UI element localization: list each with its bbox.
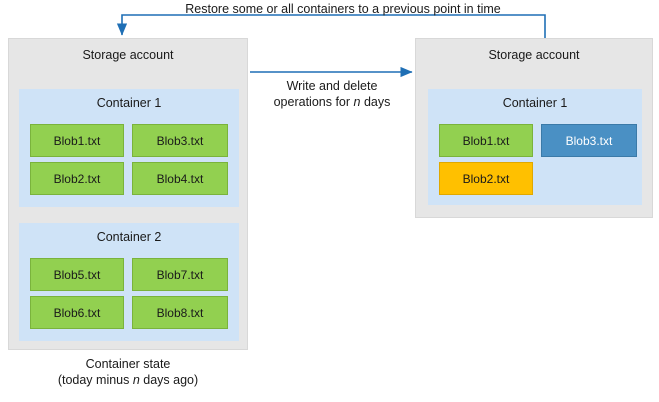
storage-account-title-left: Storage account xyxy=(82,48,174,62)
left-caption-line2: (today minus n days ago) xyxy=(57,373,199,387)
left-caption-line1: Container state xyxy=(85,357,171,371)
storage-account-panel-left: Storage account Container 1 Blob1.txt Bl… xyxy=(8,38,248,350)
middle-caption: Write and delete operations for n days xyxy=(255,78,409,110)
middle-caption-line2: operations for n days xyxy=(273,95,391,109)
container-title-left-1: Container 1 xyxy=(96,96,162,110)
left-caption: Container state (today minus n days ago) xyxy=(8,356,248,388)
blob-right-1-3[interactable]: Blob2.txt xyxy=(439,162,533,195)
blob-left-2-1[interactable]: Blob5.txt xyxy=(30,258,124,291)
storage-account-title-right: Storage account xyxy=(488,48,580,62)
container-box-left-1: Container 1 Blob1.txt Blob3.txt Blob2.tx… xyxy=(19,89,239,207)
container-title-left-2: Container 2 xyxy=(96,230,162,244)
blob-left-2-4[interactable]: Blob8.txt xyxy=(132,296,228,329)
blob-left-1-1[interactable]: Blob1.txt xyxy=(30,124,124,157)
blob-left-1-2[interactable]: Blob3.txt xyxy=(132,124,228,157)
container-box-right-1: Container 1 Blob1.txt Blob3.txt Blob2.tx… xyxy=(428,89,642,205)
blob-right-1-2[interactable]: Blob3.txt xyxy=(541,124,637,157)
storage-account-panel-right: Storage account Container 1 Blob1.txt Bl… xyxy=(415,38,653,218)
blob-left-2-2[interactable]: Blob7.txt xyxy=(132,258,228,291)
blob-left-2-3[interactable]: Blob6.txt xyxy=(30,296,124,329)
middle-caption-line1: Write and delete xyxy=(286,79,378,93)
container-title-right-1: Container 1 xyxy=(502,96,568,110)
blob-right-1-1[interactable]: Blob1.txt xyxy=(439,124,533,157)
container-box-left-2: Container 2 Blob5.txt Blob7.txt Blob6.tx… xyxy=(19,223,239,341)
restore-caption: Restore some or all containers to a prev… xyxy=(185,2,501,16)
blob-left-1-3[interactable]: Blob2.txt xyxy=(30,162,124,195)
blob-left-1-4[interactable]: Blob4.txt xyxy=(132,162,228,195)
restore-arrow xyxy=(116,14,546,40)
